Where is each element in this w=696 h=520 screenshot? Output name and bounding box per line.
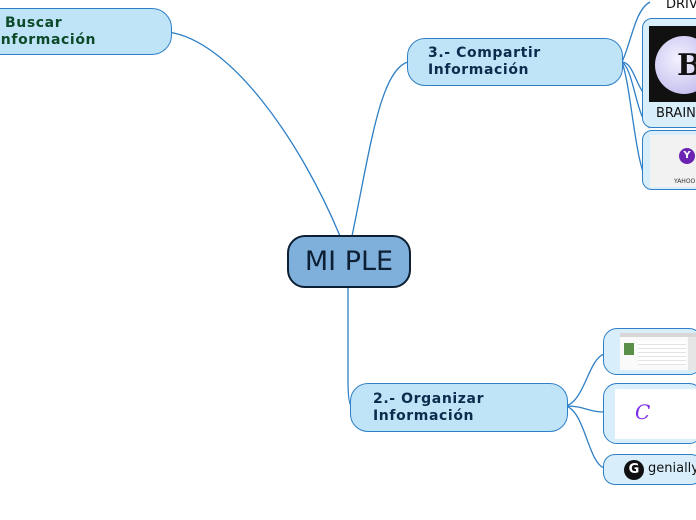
yahoo-logo-icon: Y [679, 148, 695, 164]
brain-logo-circle [655, 36, 696, 94]
leaf-genially[interactable] [603, 454, 696, 485]
connector-leaf-3 [565, 405, 605, 469]
connector-leaf-1 [565, 353, 605, 407]
spreadsheet-lines [638, 341, 686, 365]
spreadsheet-header-bar [620, 333, 696, 337]
topic-organizar-line1: 2.- Organizar [373, 390, 485, 407]
drive-label: DRIV [666, 0, 696, 12]
topic-buscar[interactable]: Buscar Información [0, 8, 172, 55]
topic-organizar[interactable]: 2.- Organizar Información [350, 383, 568, 432]
yahoo-caption: YAHOO [674, 178, 696, 185]
connector-buscar [167, 31, 341, 237]
topic-compartir[interactable]: 3.- Compartir Información [407, 38, 623, 86]
connector-leaf-2 [565, 405, 605, 413]
genially-label: genially [648, 461, 696, 476]
topic-compartir-line1: 3.- Compartir [428, 45, 541, 61]
central-node[interactable]: MI PLE [287, 235, 411, 288]
topic-buscar-line1: Buscar [5, 14, 63, 31]
canva-image: C [615, 389, 696, 439]
canva-logo-icon: C [635, 400, 651, 424]
brain-logo-letter: B [677, 48, 696, 83]
topic-buscar-line2: Información [0, 31, 97, 48]
spreadsheet-thumbnail [620, 333, 696, 370]
connector-compartir [351, 61, 409, 237]
connector-organizar [347, 288, 353, 407]
brain-logo-image: B [649, 26, 696, 102]
topic-compartir-line2: Información [428, 62, 530, 78]
spreadsheet-side-panel [688, 337, 696, 370]
connector-drive [621, 1, 651, 63]
spreadsheet-green-block [624, 343, 634, 355]
topic-organizar-line2: Información [373, 407, 475, 424]
yahoo-image: Y YAHOO [650, 135, 696, 187]
central-label: MI PLE [304, 246, 394, 277]
genially-logo-icon: G [624, 460, 644, 480]
brain-label: BRAIN [656, 106, 696, 121]
